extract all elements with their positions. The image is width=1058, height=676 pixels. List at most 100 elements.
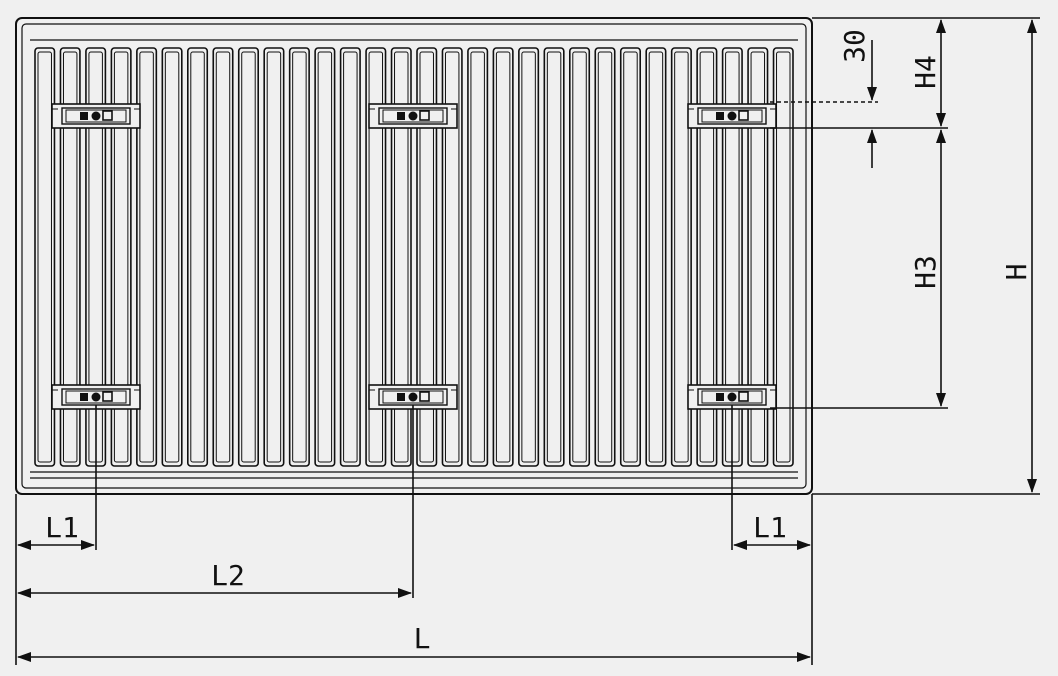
- bracket-clip: [716, 112, 724, 120]
- bracket-screw: [91, 392, 101, 402]
- radiator-column-inner: [215, 51, 231, 463]
- radiator-column: [365, 47, 387, 467]
- radiator-outer-frame: [15, 17, 813, 495]
- radiator-column: [543, 47, 565, 467]
- radiator-column: [645, 47, 667, 467]
- radiator-column-inner: [241, 51, 256, 463]
- radiator-body: [15, 17, 813, 495]
- bracket-clip: [716, 393, 724, 401]
- radiator-column-inner: [750, 51, 766, 463]
- bracket-clip: [80, 112, 88, 120]
- radiator-column: [390, 47, 412, 467]
- radiator-column-inner: [343, 51, 358, 463]
- radiator-inner-frame: [21, 23, 807, 489]
- bracket-clip: [80, 393, 88, 401]
- radiator-column-inner: [776, 51, 791, 463]
- radiator-column-inner: [394, 51, 409, 463]
- label-H3: H3: [909, 255, 942, 289]
- label-L1-right: L1: [753, 511, 787, 544]
- bracket-rail: [697, 107, 767, 125]
- radiator-column-inner: [368, 51, 384, 463]
- radiator-column: [263, 47, 285, 467]
- radiator-column: [110, 47, 132, 467]
- bracket: [51, 384, 141, 410]
- radiator-column-inner: [62, 51, 78, 463]
- label-H: H: [1000, 264, 1033, 281]
- radiator-column-inner: [572, 51, 587, 463]
- bracket-clip: [102, 391, 113, 402]
- bracket-screw: [408, 392, 418, 402]
- radiator-column: [441, 47, 463, 467]
- radiator-column: [136, 47, 158, 467]
- radiator-column-inner: [113, 51, 129, 463]
- mounting-brackets: [51, 103, 777, 410]
- radiator-column: [314, 47, 336, 467]
- radiator-column: [670, 47, 692, 467]
- radiator-column: [696, 47, 718, 467]
- bracket: [368, 103, 458, 129]
- bracket-slot: [65, 109, 127, 123]
- bracket: [687, 103, 777, 129]
- radiator-column-inner: [674, 51, 689, 463]
- radiator-column: [747, 47, 769, 467]
- radiator-column: [416, 47, 438, 467]
- radiator-column: [492, 47, 514, 467]
- radiator-column-inner: [623, 51, 638, 463]
- bracket-clip: [397, 393, 405, 401]
- radiator-column-inner: [495, 51, 511, 463]
- bracket: [51, 103, 141, 129]
- radiator-column-inner: [292, 51, 307, 463]
- radiator-column-inner: [317, 51, 333, 463]
- bracket-clip: [419, 391, 430, 402]
- label-30: 30: [838, 29, 871, 63]
- bracket-rail: [61, 107, 131, 125]
- bracket-screw: [408, 111, 418, 121]
- radiator-column: [568, 47, 591, 467]
- bracket-slot: [65, 390, 127, 404]
- radiator-column: [59, 47, 81, 467]
- radiator-column: [619, 47, 642, 467]
- radiator-column-inner: [521, 51, 536, 463]
- radiator-column: [772, 47, 794, 467]
- dimension-lines: [15, 17, 1040, 665]
- bracket-screw: [727, 392, 737, 402]
- radiator-column-inner: [419, 51, 434, 463]
- radiator-column-inner: [699, 51, 715, 463]
- bracket-clip: [738, 110, 749, 121]
- radiator-column: [288, 47, 310, 467]
- label-L: L: [414, 622, 431, 655]
- radiator-column-inner: [139, 51, 154, 463]
- bracket-rail: [378, 107, 448, 125]
- radiator-column: [518, 47, 540, 467]
- radiator-column-inner: [266, 51, 282, 463]
- radiator-column: [339, 47, 361, 467]
- bracket-screw: [91, 111, 101, 121]
- label-H4: H4: [909, 55, 942, 89]
- bracket-screw: [727, 111, 737, 121]
- radiator-column-inner: [164, 51, 180, 463]
- bracket-slot: [701, 109, 763, 123]
- radiator-column: [212, 47, 234, 467]
- label-L2: L2: [211, 559, 245, 592]
- bracket-clip: [419, 110, 430, 121]
- label-L1-left: L1: [45, 511, 79, 544]
- radiator-column: [34, 47, 56, 467]
- radiator-column-inner: [470, 51, 485, 463]
- radiator-column: [187, 47, 209, 467]
- radiator-column: [161, 47, 183, 467]
- radiator-column-inner: [444, 51, 460, 463]
- bracket-clip: [738, 391, 749, 402]
- radiator-column: [594, 47, 616, 467]
- bracket-slot: [701, 390, 763, 404]
- radiator-column: [467, 47, 489, 467]
- bracket-slot: [382, 390, 444, 404]
- radiator-column-inner: [597, 51, 613, 463]
- bracket-clip: [102, 110, 113, 121]
- radiator-column: [237, 47, 260, 467]
- bracket-slot: [382, 109, 444, 123]
- radiator-column-inner: [648, 51, 664, 463]
- radiator-column-inner: [37, 51, 52, 463]
- radiator-column-inner: [190, 51, 205, 463]
- bracket-clip: [397, 112, 405, 120]
